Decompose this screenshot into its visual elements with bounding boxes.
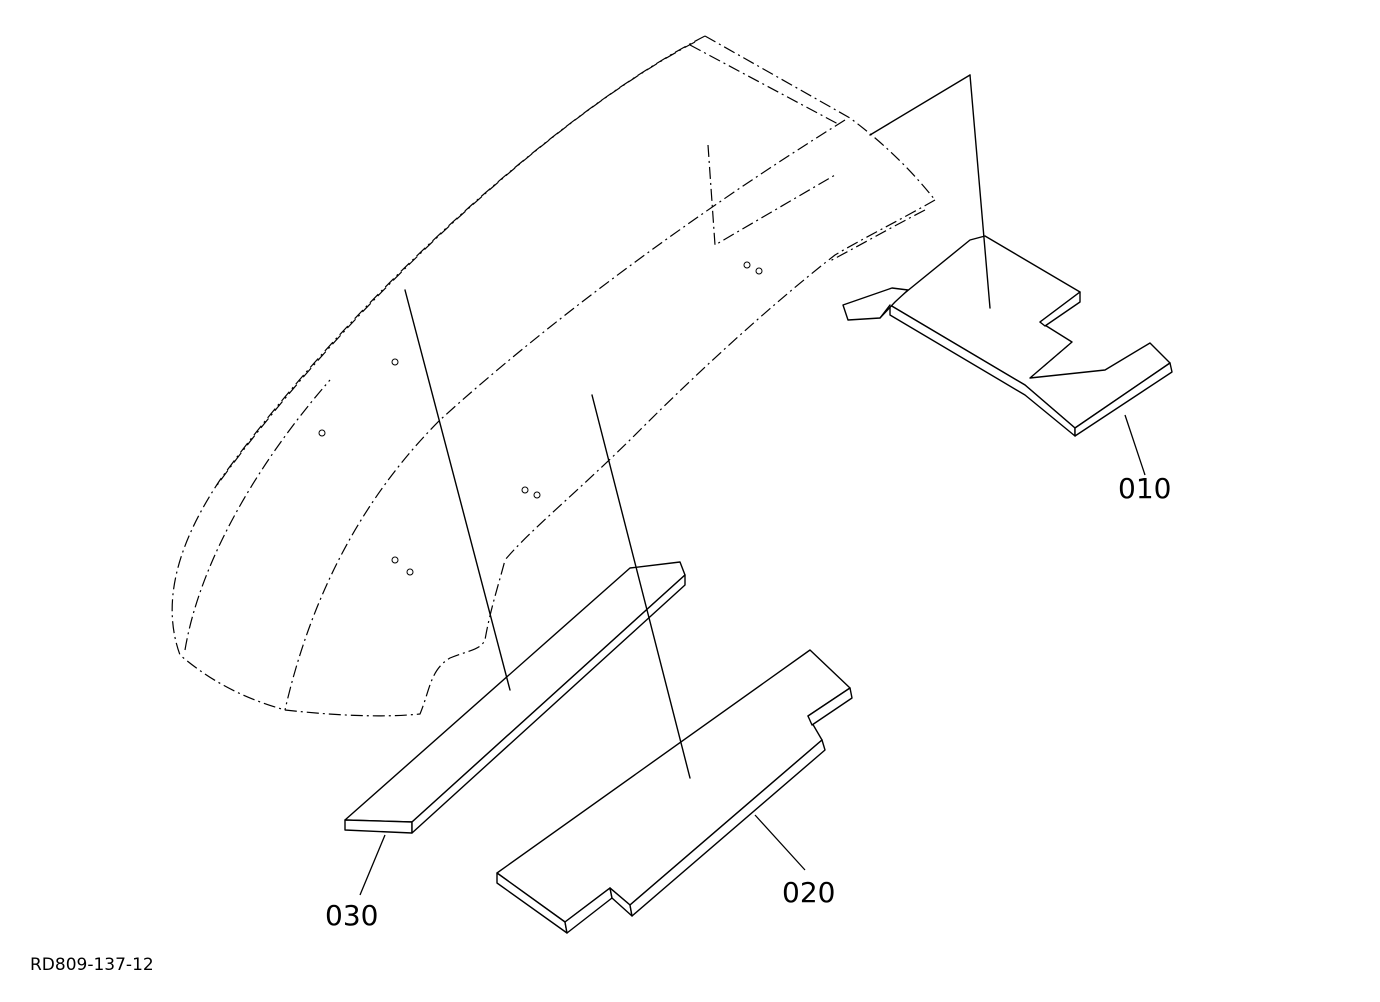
part-030-strip [344, 561, 686, 834]
drawing-reference: RD809-137-12 [30, 955, 154, 975]
part-020-pad [496, 649, 853, 934]
part-label-020: 020 [782, 876, 835, 909]
assembly-lines [404, 74, 991, 779]
fender-phantom-outline [171, 35, 936, 717]
part-010-pad [842, 235, 1173, 437]
leader-lines [359, 414, 1146, 896]
part-label-010: 010 [1118, 472, 1171, 505]
part-label-030: 030 [325, 899, 378, 932]
